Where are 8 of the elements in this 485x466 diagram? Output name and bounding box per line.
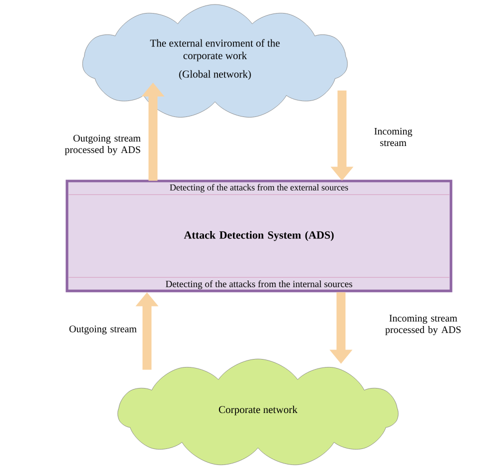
edge-label: Outgoing stream processed by ADS [64, 134, 141, 156]
band-text: Detecting of the attacks from the external sources [170, 184, 348, 192]
edge-label: Incoming stream [374, 128, 412, 146]
band-text: Detecting of the attacks from the internal sources [166, 280, 352, 290]
cloud: The external enviroment of the corporate work (Global network) [82, 4, 348, 118]
edge-label: Incoming stream processed by ADS [385, 314, 461, 336]
cloud: Corporate network [118, 358, 398, 466]
edge-label: Outgoing stream [69, 326, 137, 334]
